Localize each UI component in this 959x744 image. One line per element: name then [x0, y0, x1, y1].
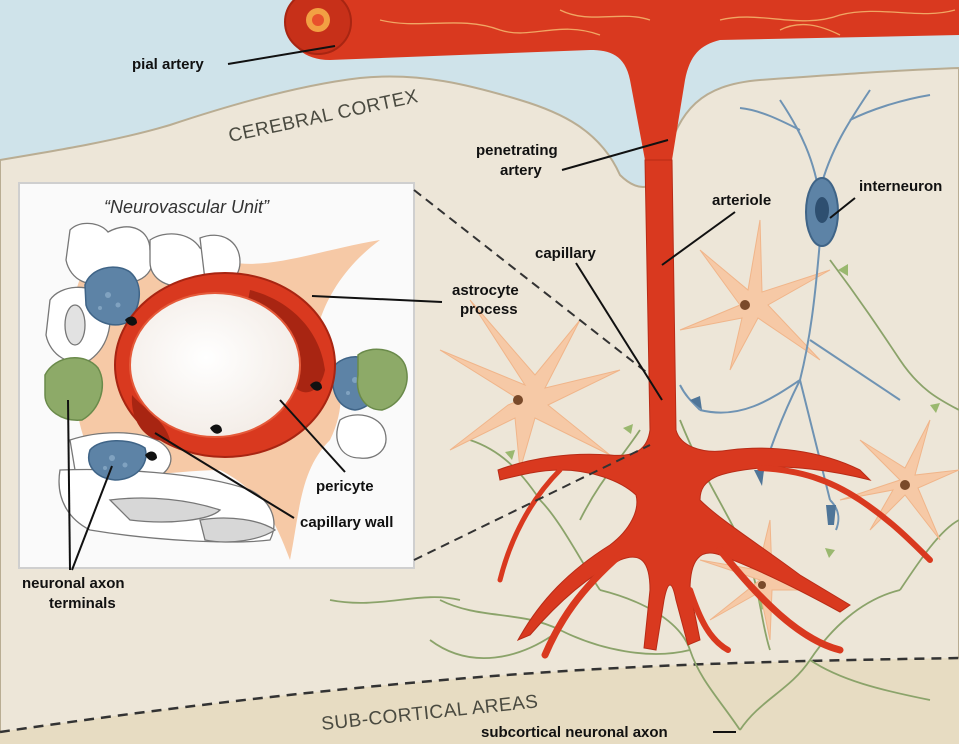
label-pericyte: pericyte [316, 478, 374, 495]
label-arteriole: arteriole [712, 192, 771, 209]
label-penetrating-artery-line2: artery [500, 162, 542, 179]
label-subcortical-axon: subcortical neuronal axon [481, 724, 668, 741]
label-interneuron: interneuron [859, 178, 942, 195]
inset-capillary-lumen [130, 293, 300, 437]
label-capillary: capillary [535, 245, 597, 262]
inset-title: “Neurovascular Unit” [104, 197, 270, 217]
label-axon-terminals-line1: neuronal axon [22, 575, 125, 592]
label-pial-artery: pial artery [132, 56, 204, 73]
label-astrocyte-process-line1: astrocyte [452, 282, 519, 299]
label-axon-terminals-line2: terminals [49, 595, 116, 612]
label-penetrating-artery-line1: penetrating [476, 142, 558, 159]
label-astrocyte-process-line2: process [460, 301, 518, 318]
label-capillary-wall: capillary wall [300, 514, 393, 531]
